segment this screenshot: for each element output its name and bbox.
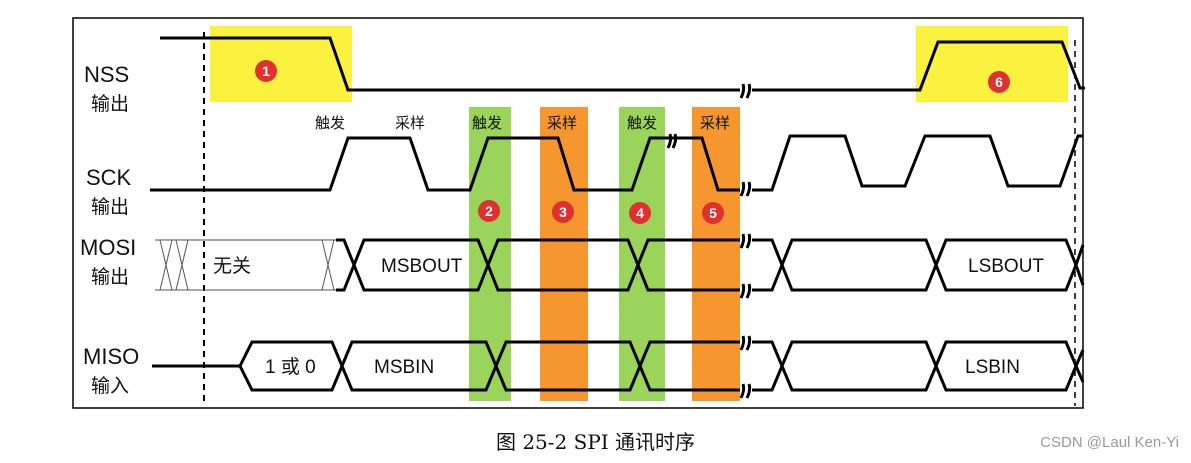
signal-name-mosi: MOSI bbox=[80, 235, 136, 260]
nss-break-mark bbox=[739, 83, 752, 99]
nss-waveform-b bbox=[752, 40, 1085, 92]
mosi-bus bbox=[155, 233, 1085, 299]
phase-label-trigger-2: 触发 bbox=[472, 114, 502, 132]
svg-text:5: 5 bbox=[709, 205, 717, 221]
svg-text:6: 6 bbox=[995, 74, 1003, 90]
signal-sub-mosi: 输出 bbox=[91, 266, 129, 288]
sck-waveform-a bbox=[150, 136, 740, 192]
signal-sub-miso: 输入 bbox=[91, 375, 129, 397]
marker-5: 5 bbox=[702, 202, 724, 224]
sample-band-3 bbox=[540, 107, 588, 401]
miso-label-msbin: MSBIN bbox=[374, 357, 434, 378]
phase-label-sample-3: 采样 bbox=[700, 114, 730, 132]
sck-waveform-b bbox=[752, 134, 1083, 192]
phase-label-sample-2: 采样 bbox=[547, 114, 577, 132]
marker-2: 2 bbox=[478, 200, 500, 222]
signal-name-nss: NSS bbox=[84, 62, 129, 87]
marker-6: 6 bbox=[988, 71, 1010, 93]
sck-break-mark bbox=[666, 133, 752, 197]
marker-1: 1 bbox=[255, 60, 277, 82]
diagram-frame bbox=[72, 17, 1084, 409]
signal-sub-sck: 输出 bbox=[91, 196, 129, 218]
nss-waveform-a bbox=[160, 36, 740, 92]
phase-label-sample-1: 采样 bbox=[395, 114, 425, 132]
miso-label-lsbin: LSBIN bbox=[965, 357, 1020, 378]
mosi-label-lsbout: LSBOUT bbox=[968, 256, 1044, 277]
svg-text:2: 2 bbox=[485, 203, 493, 219]
figure-caption: 图 25-2 SPI 通讯时序 bbox=[495, 430, 696, 454]
signal-name-sck: SCK bbox=[86, 165, 132, 190]
signal-name-miso: MISO bbox=[83, 344, 139, 369]
miso-label-one-or-zero: 1 或 0 bbox=[265, 356, 316, 378]
miso-bus bbox=[152, 335, 1085, 399]
svg-text:3: 3 bbox=[559, 204, 567, 220]
svg-text:1: 1 bbox=[262, 63, 270, 79]
mosi-label-dont-care: 无关 bbox=[213, 255, 251, 277]
sample-band-5 bbox=[692, 107, 740, 401]
phase-label-trigger-3: 触发 bbox=[627, 114, 657, 132]
svg-text:4: 4 bbox=[636, 205, 644, 221]
nss-highlight-end bbox=[916, 26, 1068, 102]
signal-sub-nss: 输出 bbox=[91, 93, 129, 115]
phase-label-trigger-1: 触发 bbox=[315, 114, 345, 132]
trigger-band-2 bbox=[469, 107, 511, 401]
mosi-label-msbout: MSBOUT bbox=[381, 256, 463, 277]
csdn-watermark: CSDN @Laul Ken-Yi bbox=[1040, 434, 1179, 451]
marker-4: 4 bbox=[629, 202, 651, 224]
marker-3: 3 bbox=[552, 201, 574, 223]
